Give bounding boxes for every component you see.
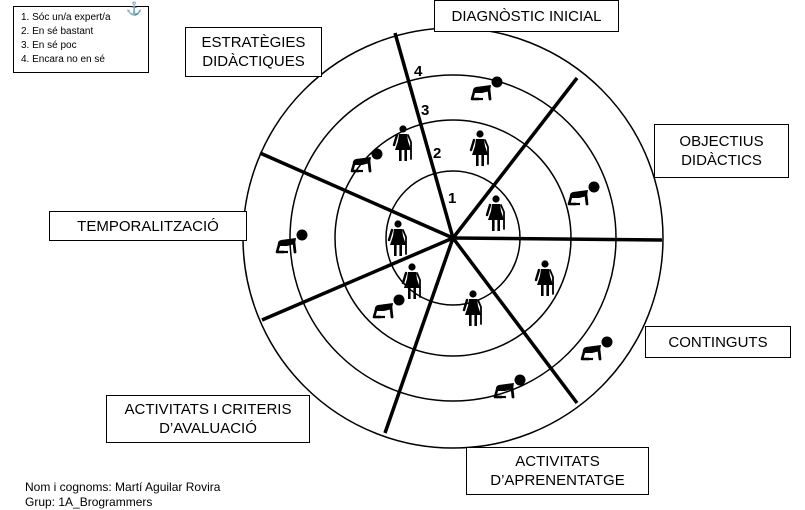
- author-group: Grup: 1A_Brogrammers: [25, 495, 153, 509]
- divider-diagnostic-objectius: [451, 76, 579, 240]
- legend-item-3: 3. En sé poc: [21, 40, 77, 51]
- divider-temporalitzacio-estrategies: [259, 151, 454, 240]
- elderly-person-icon: [469, 129, 490, 168]
- legend-item-4: 4. Encara no en sé: [21, 54, 105, 65]
- ring-label-4: 4: [414, 63, 423, 80]
- label-continguts: CONTINGUTS: [645, 326, 791, 358]
- anchor-icon: ⚓: [126, 1, 143, 16]
- author-footer: Nom i cognoms: Martí Aguilar Rovira Grup…: [25, 480, 220, 510]
- divider-criteris-temporalitzacio: [261, 236, 454, 322]
- legend-item-2: 2. En sé bastant: [21, 26, 94, 37]
- elderly-person-icon: [462, 289, 483, 328]
- elderly-person-icon: [392, 124, 413, 163]
- elderly-person-icon: [387, 219, 408, 258]
- elderly-person-icon: [485, 194, 506, 233]
- elderly-person-icon: [534, 259, 555, 298]
- divider-continguts-aprenentatge: [451, 236, 579, 405]
- legend-item-1: 1. Sóc un/a expert/a: [21, 12, 111, 23]
- crawling-baby-icon: [275, 228, 309, 254]
- label-activitats-criteris-avaluacio: ACTIVITATS I CRITERIS D’AVALUACIÓ: [106, 395, 310, 443]
- divider-diagnostic-estrategies: [393, 32, 455, 239]
- label-estrategies-didactiques: ESTRATÈGIES DIDÀCTIQUES: [185, 27, 322, 77]
- divider-aprenentatge-criteris: [383, 237, 455, 434]
- label-activitats-aprenentatge: ACTIVITATS D’APRENENTATGE: [466, 447, 649, 495]
- crawling-baby-icon: [567, 180, 601, 206]
- label-temporalitzacio: TEMPORALITZACIÓ: [49, 211, 247, 241]
- ring-label-2: 2: [433, 145, 441, 162]
- legend-box: 1. Sóc un/a expert/a 2. En sé bastant 3.…: [13, 6, 149, 73]
- crawling-baby-icon: [372, 293, 406, 319]
- crawling-baby-icon: [580, 335, 614, 361]
- label-objectius-didactics: OBJECTIUS DIDÀCTICS: [654, 124, 789, 178]
- divider-objectius-continguts: [452, 236, 663, 242]
- ring-label-1: 1: [448, 190, 456, 207]
- crawling-baby-icon: [470, 75, 504, 101]
- label-diagnostic-inicial: DIAGNÒSTIC INICIAL: [434, 0, 619, 32]
- elderly-person-icon: [401, 262, 422, 301]
- ring-label-3: 3: [421, 102, 429, 119]
- crawling-baby-icon: [350, 147, 384, 173]
- author-name: Nom i cognoms: Martí Aguilar Rovira: [25, 480, 221, 494]
